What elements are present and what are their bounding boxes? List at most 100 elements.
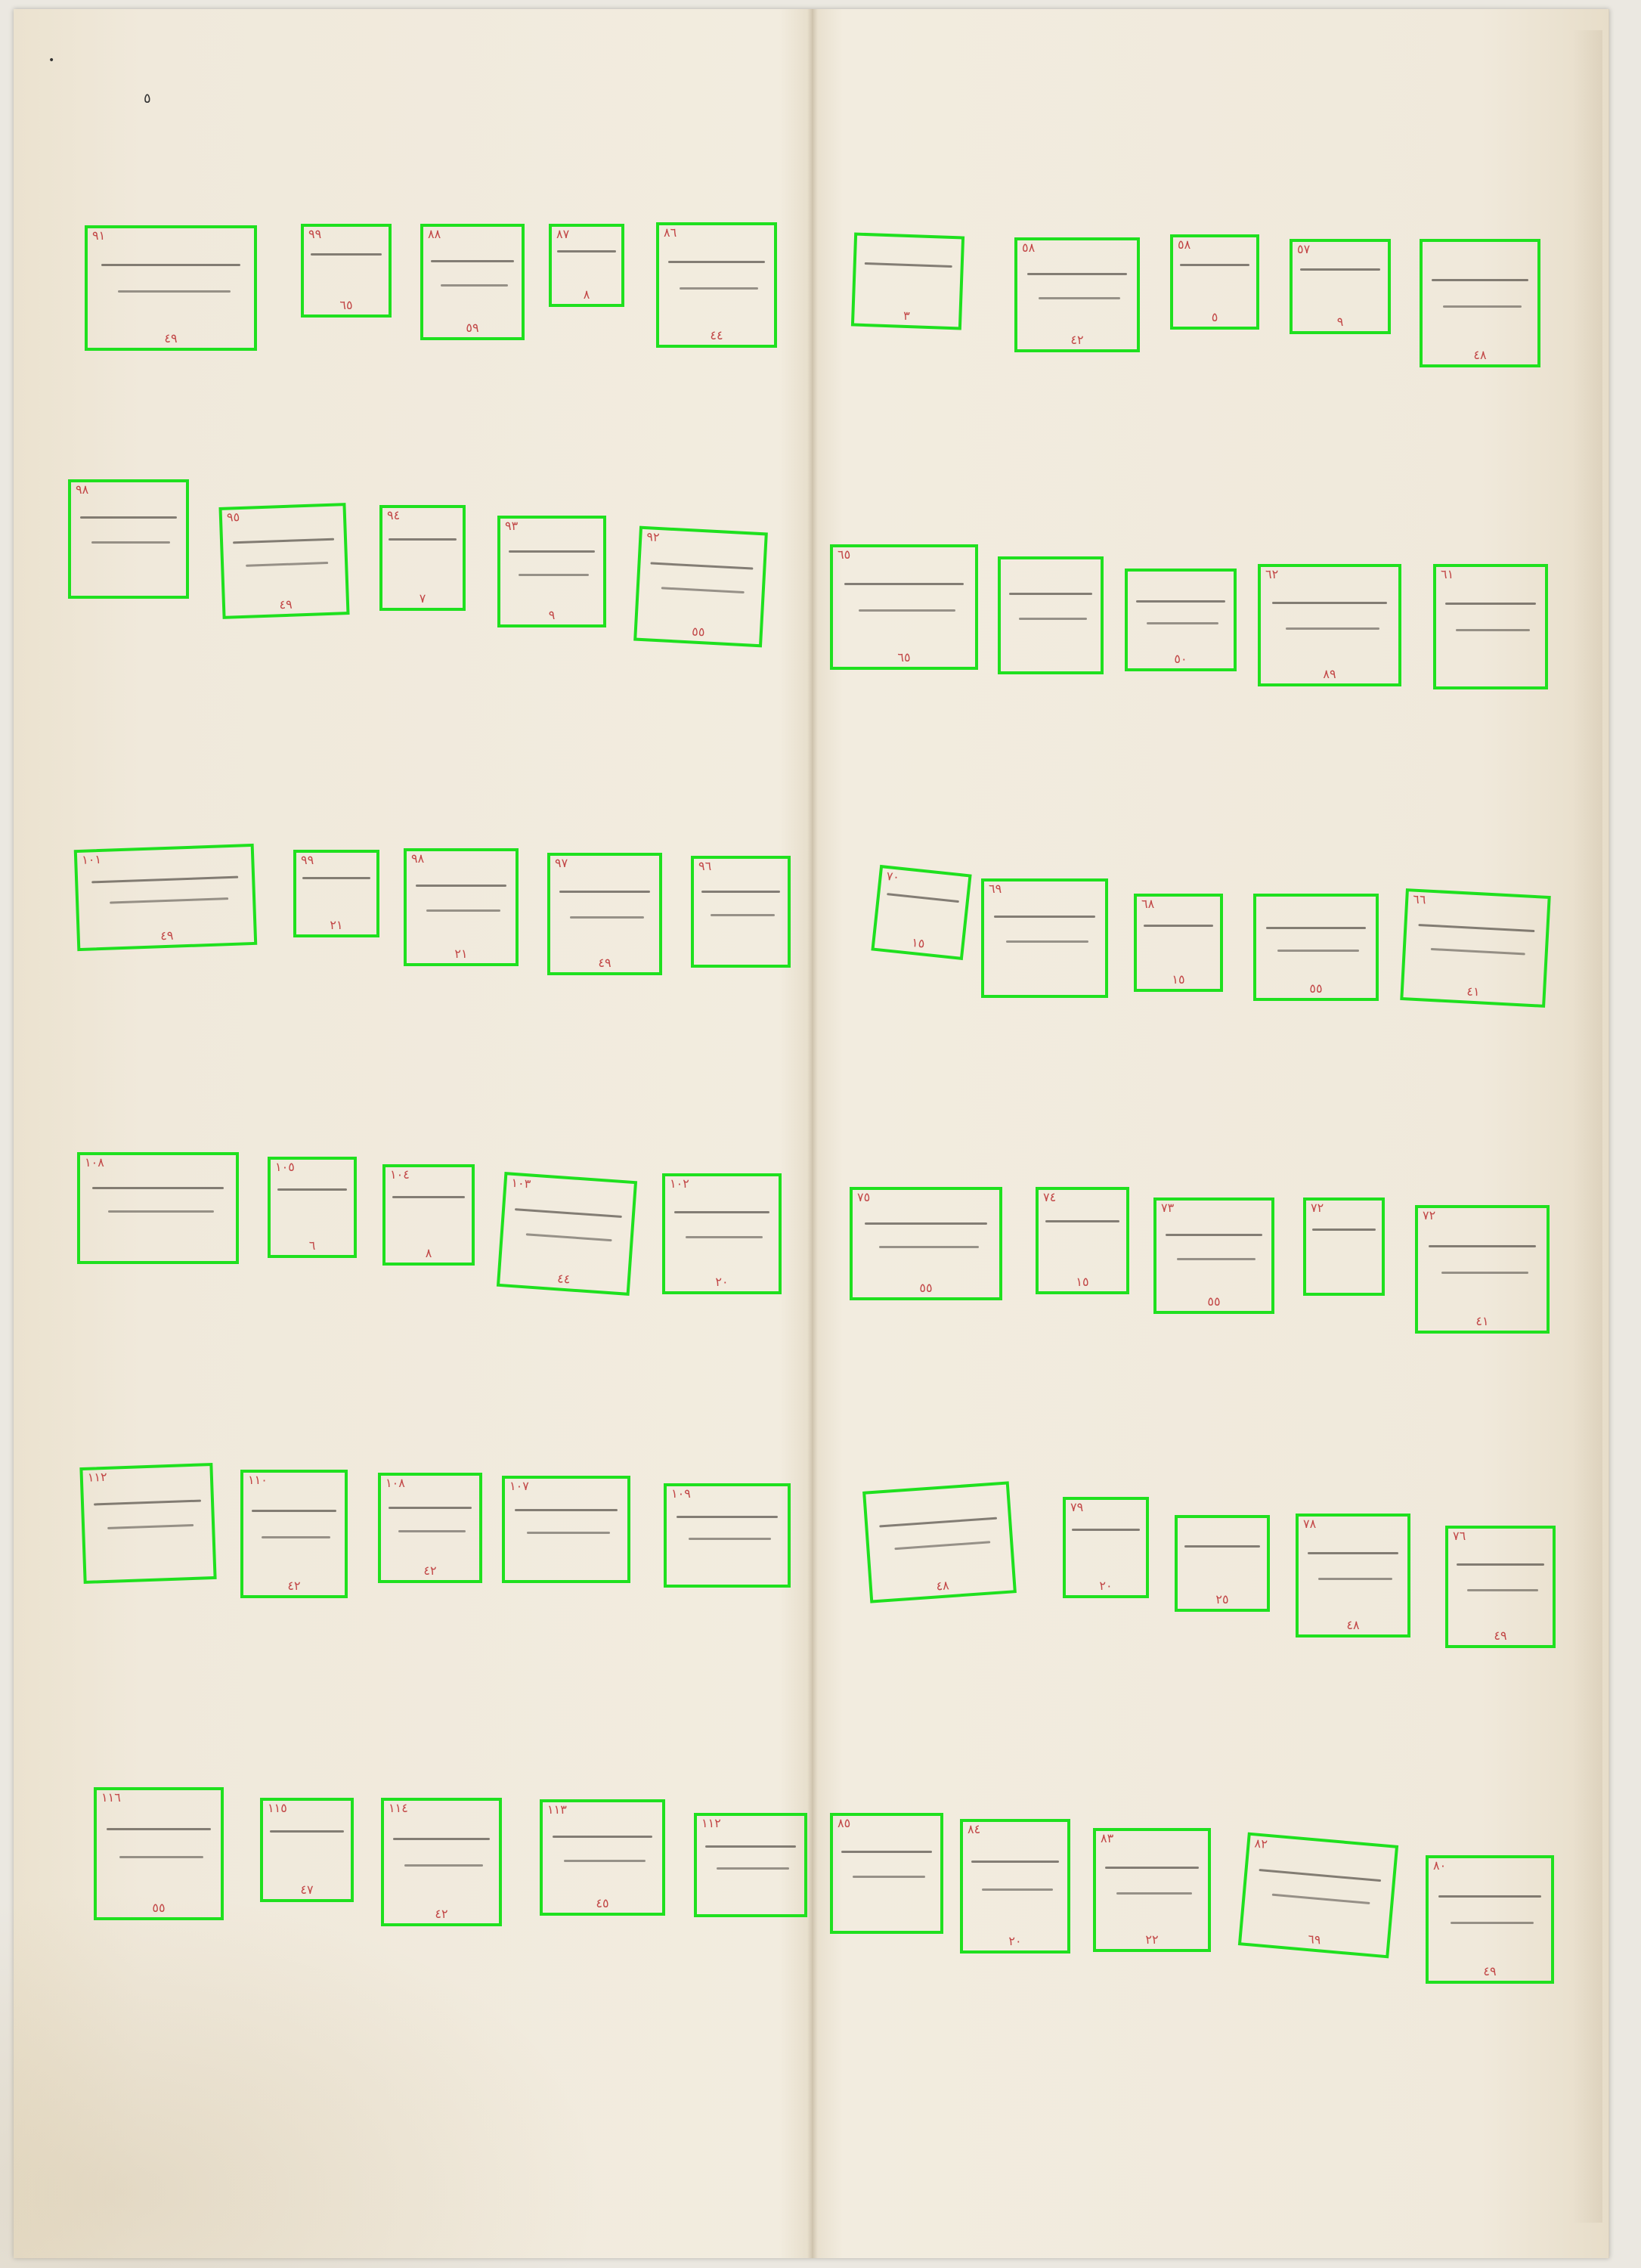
entry-box: ٦٩: [981, 878, 1108, 998]
entry-box: ٥٨ ٥: [1170, 234, 1259, 330]
entry-number: ٥٨: [1178, 237, 1191, 252]
entry-page: ٢١: [330, 918, 343, 932]
entry-number: ١١٤: [389, 1801, 408, 1815]
entry-box: ٨٦ ٤٤: [656, 222, 777, 348]
entry-box: ٩٣ ٩: [497, 516, 606, 627]
entry-number: ٨٠: [1433, 1858, 1447, 1873]
entry-page: ٤٨: [1346, 1618, 1360, 1632]
entry-page: ٤٢: [1070, 333, 1084, 347]
entry-box: ٩٨: [68, 479, 189, 599]
entry-number: ٧٢: [1423, 1208, 1436, 1222]
entry-box: ٩٦: [691, 856, 791, 968]
entry-number: ٨٨: [428, 227, 441, 241]
entry-box: ١١٢: [694, 1813, 807, 1917]
entry-box: ١١٦ ٥٥: [94, 1787, 224, 1920]
entry-box: ١٠٧: [502, 1476, 630, 1583]
entry-page: ٤٢: [435, 1907, 448, 1921]
entry-page: ٢٥: [1215, 1592, 1229, 1606]
entry-page: ٤٧: [300, 1882, 314, 1897]
entry-number: ١١٣: [547, 1802, 567, 1817]
entry-box: ٩٥ ٤٩: [218, 503, 350, 619]
entry-box: ٩٨ ٢١: [404, 848, 519, 966]
entry-page: ٩: [1336, 314, 1344, 329]
entry-page: ٤٤: [710, 328, 723, 342]
entry-number: ٩٥: [226, 510, 240, 525]
entry-number: ٦١: [1441, 567, 1454, 581]
entry-number: ٩٦: [698, 859, 712, 873]
entry-box: ٨٧ ٨: [549, 224, 624, 307]
entry-number: ١١٢: [87, 1469, 107, 1485]
entry-box: ٩١ ٤٩: [85, 225, 257, 351]
center-fold: [807, 9, 818, 2258]
entry-box: ٣: [850, 232, 965, 330]
corner-mark: ٥: [144, 91, 151, 107]
entry-page: ٧: [419, 591, 426, 606]
entry-number: ٧٣: [1161, 1201, 1175, 1215]
entry-page: ٢٠: [715, 1275, 729, 1289]
entry-box: ٩٢ ٥٥: [633, 525, 768, 648]
entry-page: ٢٠: [1099, 1579, 1113, 1593]
entry-box: ٩٩ ٦٥: [301, 224, 392, 318]
entry-number: ١٠٨: [385, 1476, 405, 1490]
entry-number: ٨٦: [664, 225, 677, 240]
entry-box: ٧٩ ٢٠: [1063, 1497, 1149, 1598]
entry-box: [998, 556, 1104, 674]
entry-box: ٨٨ ٥٩: [420, 224, 525, 340]
entry-box: ١٠٩: [664, 1483, 791, 1588]
entry-page: ٤١: [1475, 1314, 1489, 1328]
corner-dot: •: [48, 54, 55, 67]
entry-box: ١٠٨ ٤٢: [378, 1473, 482, 1583]
entry-box: ٧٢ ٤١: [1415, 1205, 1550, 1334]
entry-page: ٥٥: [919, 1281, 933, 1295]
entry-box: ٨٠ ٤٩: [1426, 1855, 1554, 1984]
entry-number: ٧٠: [885, 868, 900, 885]
entry-number: ١٠٢: [670, 1176, 689, 1191]
entry-number: ٧٢: [1311, 1201, 1324, 1215]
entry-box: ٦٨ ١٥: [1134, 894, 1223, 992]
entry-number: ٧٨: [1303, 1517, 1317, 1531]
entry-page: ٥٥: [691, 624, 705, 640]
entry-number: ١٠٧: [509, 1479, 529, 1493]
entry-number: ٨٢: [1253, 1836, 1268, 1851]
entry-box: ١٠٨: [77, 1152, 239, 1264]
entry-box: ٩٧ ٤٩: [547, 853, 662, 975]
entry-number: ٩٩: [308, 227, 322, 241]
entry-page: ٦٥: [897, 650, 911, 665]
entry-box: ٦١: [1433, 564, 1548, 689]
entry-number: ٩٩: [301, 853, 314, 867]
entry-page: ٤٩: [1483, 1964, 1497, 1978]
entry-box: ١٠١ ٤٩: [73, 843, 258, 952]
entry-number: ١١٦: [101, 1790, 121, 1805]
entry-box: ٧٥ ٥٥: [850, 1187, 1002, 1300]
entry-page: ٤٨: [935, 1578, 950, 1594]
entry-box: ٨٣ ٢٢: [1093, 1828, 1211, 1952]
entry-box: ١١٣ ٤٥: [540, 1799, 665, 1916]
entry-number: ٩٢: [646, 529, 661, 545]
entry-page: ٨: [425, 1246, 432, 1260]
entry-number: ٦٨: [1141, 897, 1155, 911]
entry-page: ٥٥: [1309, 981, 1323, 996]
entry-number: ٧٤: [1043, 1190, 1057, 1204]
entry-page: ٥: [1211, 310, 1218, 324]
entry-number: ٩٧: [555, 856, 568, 870]
entry-box: ٥٨ ٤٢: [1014, 237, 1140, 352]
entry-page: ٥٥: [1207, 1294, 1221, 1309]
entry-box: ٧٢: [1303, 1198, 1385, 1296]
paper: [14, 9, 1609, 2258]
entry-box: ٥٥: [1253, 894, 1379, 1001]
entry-box: ٨٢ ٦٩: [1237, 1832, 1399, 1959]
entry-box: ٢٥: [1175, 1515, 1270, 1612]
entry-page: ٤٩: [598, 956, 612, 970]
entry-page: ٥٠: [1174, 652, 1187, 666]
entry-number: ١٠٨: [85, 1155, 104, 1170]
entry-page: ٤٨: [1473, 348, 1487, 362]
entry-number: ٦٥: [838, 547, 851, 562]
entry-page: ١٥: [911, 934, 926, 951]
entry-number: ٨٧: [556, 227, 570, 241]
entry-box: ١٠٤ ٨: [382, 1164, 475, 1266]
entry-page: ٨: [583, 287, 590, 302]
entry-box: ١١٤ ٤٢: [381, 1798, 502, 1926]
entry-box: ٧٠ ١٥: [871, 864, 972, 961]
entry-box: ١١٠ ٤٢: [240, 1470, 348, 1598]
entry-number: ٥٧: [1297, 242, 1311, 256]
